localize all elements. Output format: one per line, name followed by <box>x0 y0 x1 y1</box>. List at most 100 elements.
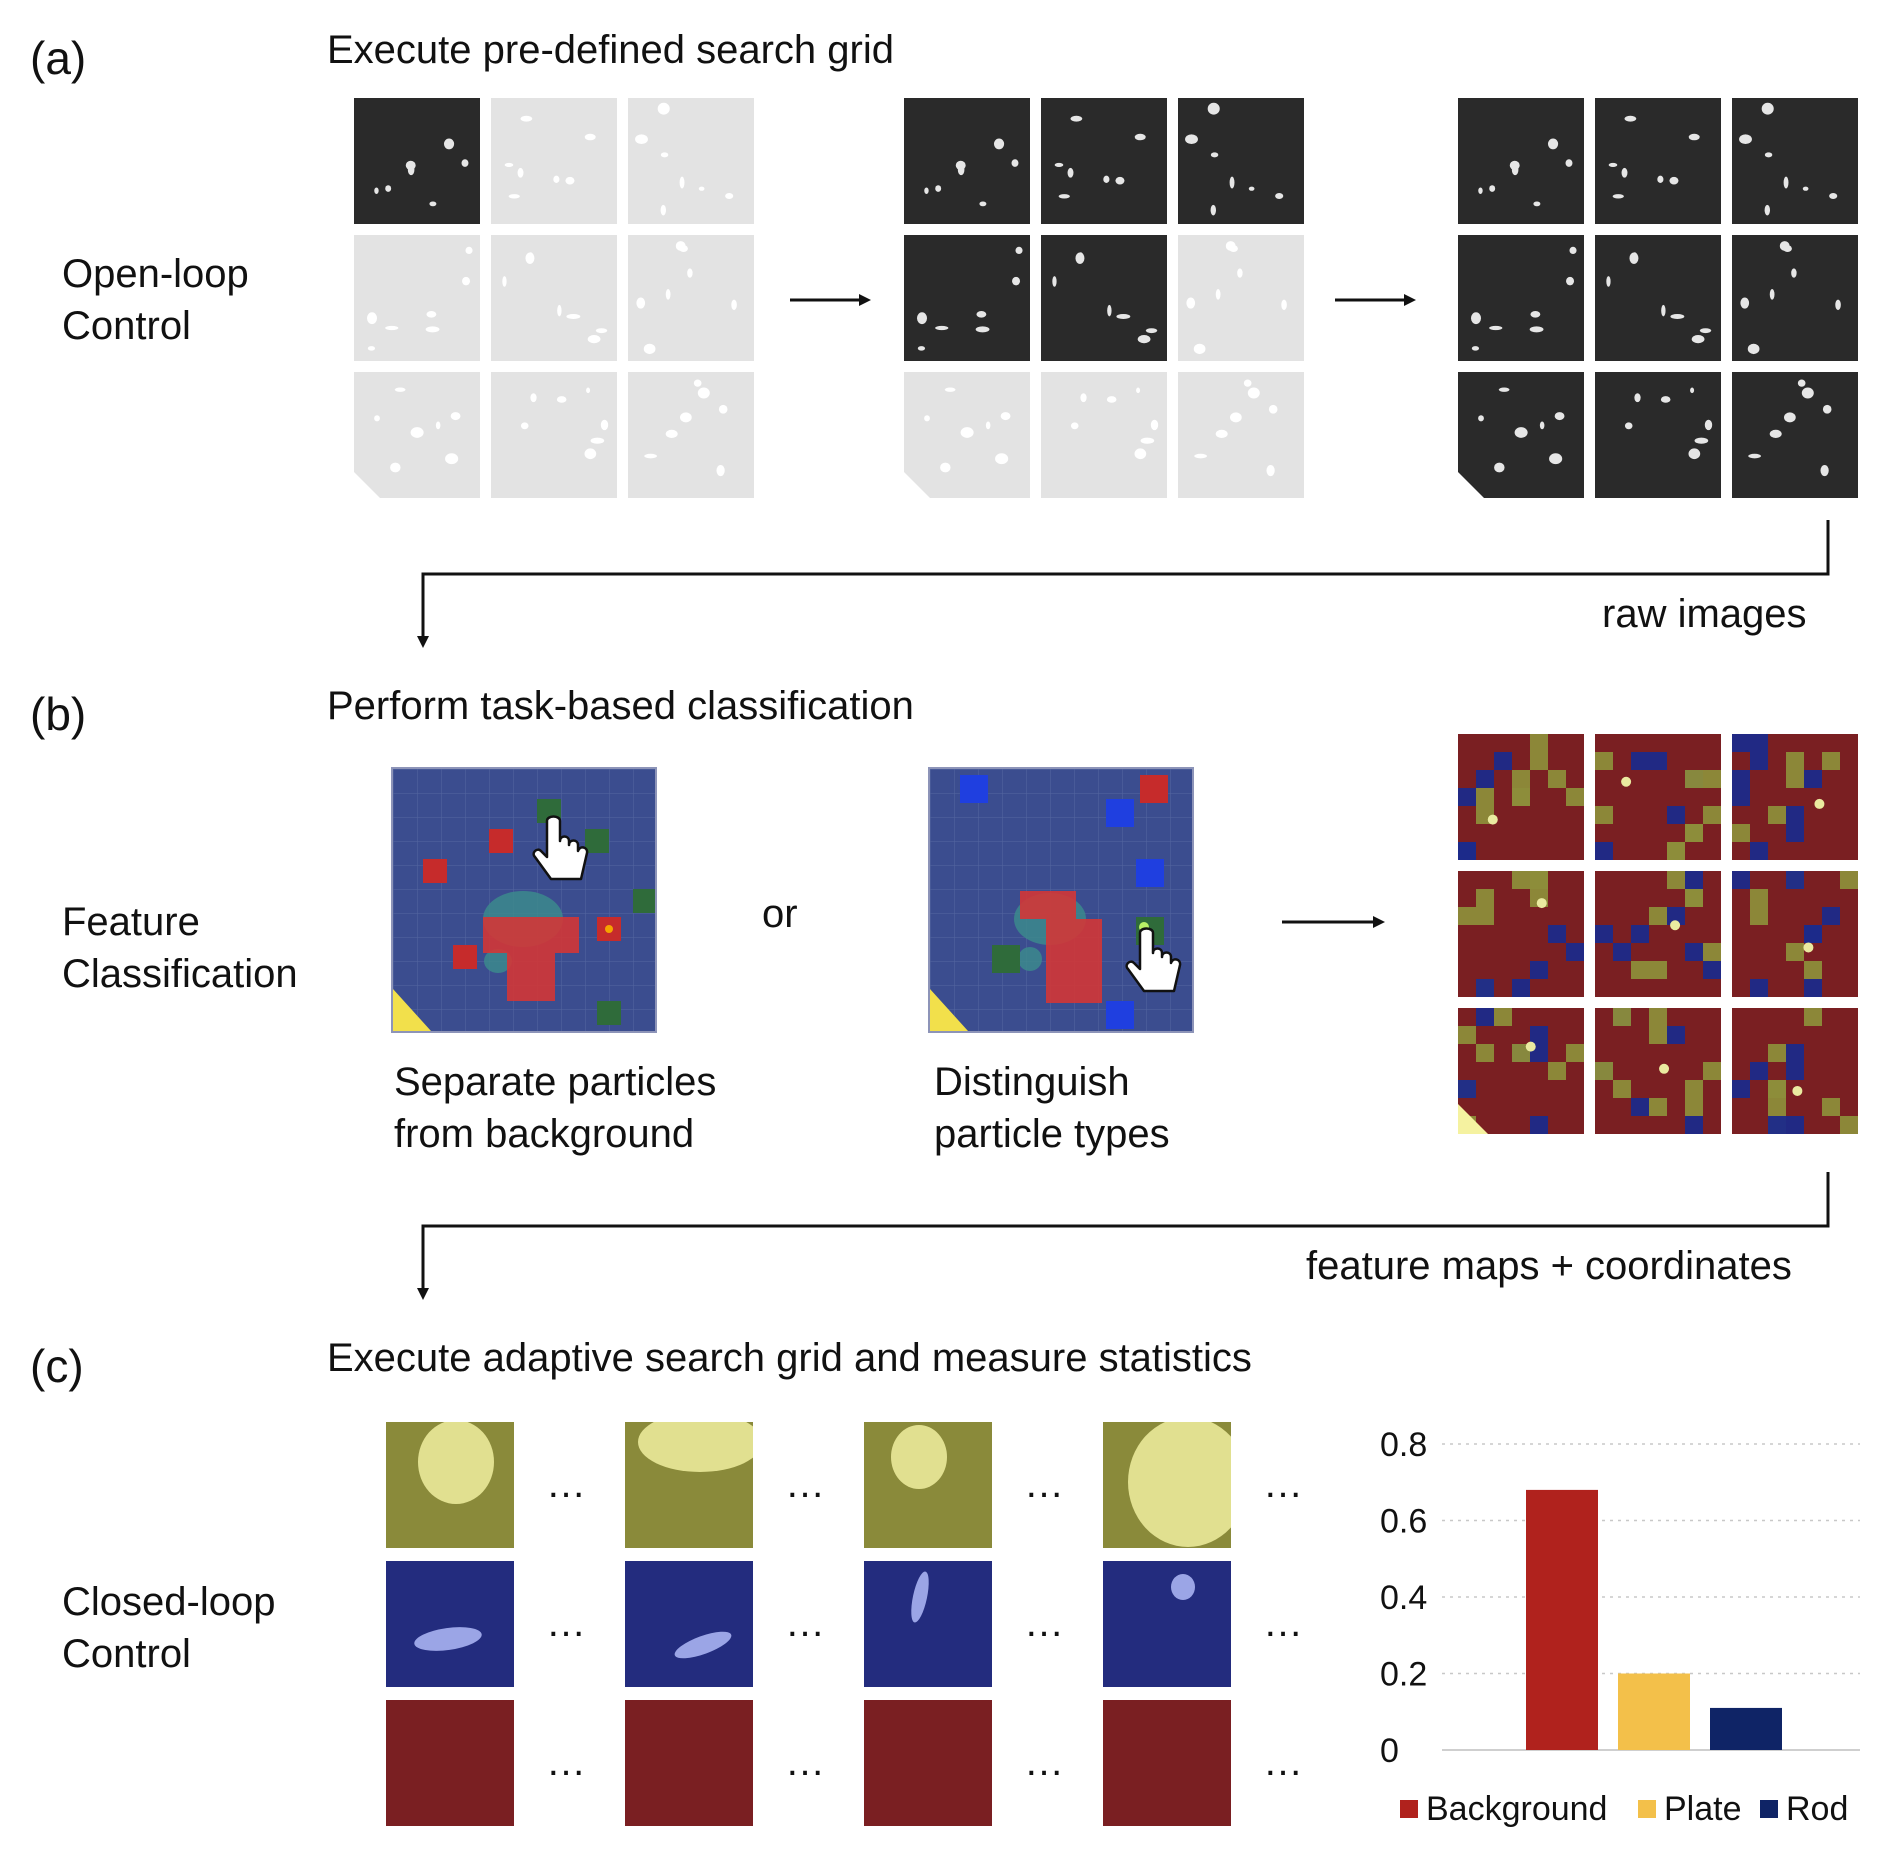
legend-label: Background <box>1426 1790 1607 1828</box>
panel-a-label: (a) <box>30 32 87 84</box>
panel-b-side-line1: Feature <box>62 900 200 944</box>
grid-tile <box>1595 235 1721 361</box>
legend-swatch <box>1760 1800 1778 1818</box>
grid-tile <box>1041 235 1167 361</box>
grid-tile <box>628 98 754 224</box>
panel-c-label: (c) <box>30 1340 84 1392</box>
grid-tile <box>1458 372 1584 498</box>
panel-c-side-line1: Closed-loop <box>62 1580 276 1624</box>
grid-tile <box>1178 235 1304 361</box>
panel-a-side-line2: Control <box>62 304 191 348</box>
panel-c-side-line2: Control <box>62 1632 191 1676</box>
caption-1-line2: from background <box>394 1112 695 1156</box>
grid-tile <box>491 372 617 498</box>
legend-label: Plate <box>1664 1790 1742 1828</box>
grid-tile <box>491 235 617 361</box>
y-tick-label: 0.4 <box>1380 1579 1427 1617</box>
bar-plate <box>1618 1673 1690 1750</box>
hand-cursor-icon <box>532 815 589 881</box>
particle-vs-background-labeler[interactable] <box>391 767 657 1033</box>
ellipsis-marker: … <box>785 1601 827 1645</box>
labeler-1-canvas <box>393 769 655 1031</box>
grid-tile <box>1041 98 1167 224</box>
feature-map-tile <box>1458 871 1584 997</box>
legend-swatch <box>1400 1800 1418 1818</box>
ellipsis-marker: … <box>785 1462 827 1506</box>
class-fraction-chart: 0 0.2 0.4 0.6 0.8 Background Plate Rod <box>1380 1426 1860 1828</box>
sample-tile <box>386 1561 514 1687</box>
sample-tile <box>1103 1700 1231 1826</box>
legend-label: Rod <box>1786 1790 1848 1828</box>
panel-c-title: Execute adaptive search grid and measure… <box>327 1336 1252 1380</box>
ellipsis-marker: … <box>785 1740 827 1784</box>
caption-1-line1: Separate particles <box>394 1060 717 1104</box>
sample-tile <box>625 1422 753 1548</box>
grid-tile <box>354 98 480 224</box>
y-tick-label: 0 <box>1380 1732 1399 1770</box>
sample-tile <box>1103 1422 1231 1548</box>
grid-tile <box>354 372 480 498</box>
caption-2-line1: Distinguish <box>934 1060 1130 1104</box>
particle-type-labeler[interactable] <box>928 767 1194 1033</box>
grid-tile <box>491 98 617 224</box>
grid-tile <box>904 235 1030 361</box>
feature-map-tile <box>1595 871 1721 997</box>
feature-map-tile <box>1732 871 1858 997</box>
sample-tile <box>1103 1561 1231 1687</box>
panel-a-side-line1: Open-loop <box>62 252 249 296</box>
grid-tile <box>628 372 754 498</box>
ellipsis-marker: … <box>546 1462 588 1506</box>
feature-maps-connector <box>417 1172 1830 1300</box>
bar-rod <box>1710 1707 1782 1750</box>
ellipsis-marker: … <box>1024 1462 1066 1506</box>
feature-map-tile <box>1732 1008 1858 1134</box>
y-tick-label: 0.6 <box>1380 1503 1427 1541</box>
sample-tile <box>864 1422 992 1548</box>
sample-tile <box>625 1700 753 1826</box>
labeler-2-canvas <box>930 769 1192 1031</box>
grid-tile <box>354 235 480 361</box>
ellipsis-marker: … <box>1263 1601 1305 1645</box>
feature-map-tile <box>1732 734 1858 860</box>
hand-cursor-icon <box>1125 927 1182 993</box>
feature-map-tile <box>1458 1008 1584 1134</box>
ellipsis-marker: … <box>1024 1740 1066 1784</box>
legend-swatch <box>1638 1800 1656 1818</box>
sample-tile <box>386 1700 514 1826</box>
y-tick-label: 0.8 <box>1380 1426 1427 1464</box>
grid-tile <box>904 372 1030 498</box>
ellipsis-marker: … <box>1024 1601 1066 1645</box>
raw-images-label: raw images <box>1602 592 1807 636</box>
grid-tile <box>1595 372 1721 498</box>
grid-tile <box>1458 98 1584 224</box>
sample-tile <box>864 1700 992 1826</box>
caption-2-line2: particle types <box>934 1112 1170 1156</box>
grid-tile <box>628 235 754 361</box>
panel-b-side-line2: Classification <box>62 952 298 996</box>
sample-tile <box>864 1561 992 1687</box>
grid-tile <box>1178 372 1304 498</box>
grid-tile <box>1732 98 1858 224</box>
feature-map-tile <box>1595 734 1721 860</box>
grid-tile <box>1178 98 1304 224</box>
grid-tile <box>1732 235 1858 361</box>
grid-tile <box>904 98 1030 224</box>
ellipsis-marker: … <box>1263 1462 1305 1506</box>
grid-tile <box>1458 235 1584 361</box>
feature-map-tile <box>1458 734 1584 860</box>
panel-a-title: Execute pre-defined search grid <box>327 28 894 72</box>
sample-tile <box>386 1422 514 1548</box>
raw-images-connector <box>417 520 1830 648</box>
bar-background <box>1526 1489 1598 1750</box>
or-connector: or <box>762 892 798 936</box>
feature-maps-label: feature maps + coordinates <box>1306 1244 1792 1288</box>
sample-tile <box>625 1561 753 1687</box>
ellipsis-marker: … <box>1263 1740 1305 1784</box>
y-tick-label: 0.2 <box>1380 1656 1427 1694</box>
grid-tile <box>1732 372 1858 498</box>
feature-map-tile <box>1595 1008 1721 1134</box>
grid-tile <box>1041 372 1167 498</box>
panel-b-title: Perform task-based classification <box>327 684 914 728</box>
grid-tile <box>1595 98 1721 224</box>
